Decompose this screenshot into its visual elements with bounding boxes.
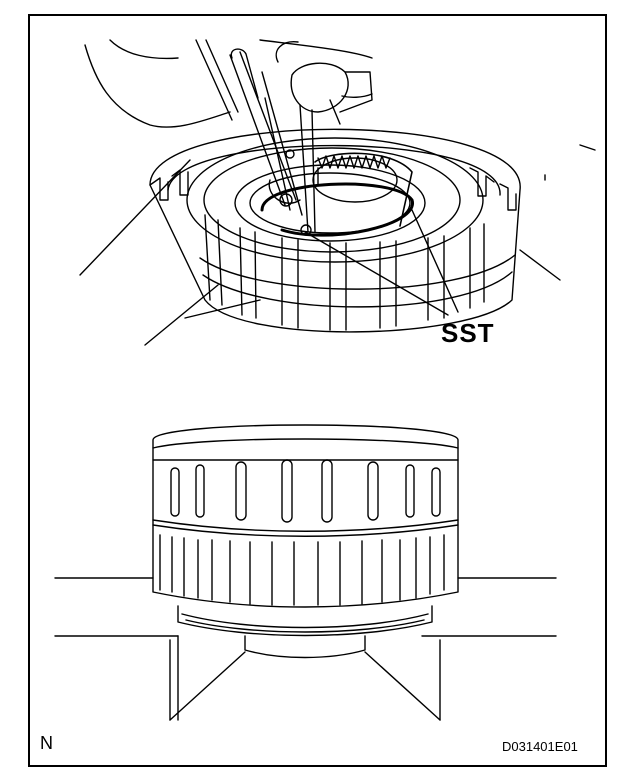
workbench-lines — [79, 144, 596, 346]
clutch-drum-top — [149, 128, 521, 333]
top-assembly-view — [79, 39, 596, 346]
corner-mark: N — [40, 733, 53, 753]
snap-ring — [260, 152, 414, 237]
hand-outline — [84, 39, 373, 128]
drum-hub — [177, 605, 433, 659]
needle-bearing — [317, 155, 391, 187]
figure-frame — [28, 14, 607, 767]
sst-callout-label: SST — [441, 318, 495, 348]
sst-leader-lines — [304, 209, 459, 316]
inner-rings — [186, 137, 484, 263]
bottom-assembly-view — [54, 424, 557, 721]
bench-lines — [54, 577, 557, 721]
sst-pliers — [195, 39, 316, 236]
figure-code: D031401E01 — [502, 739, 578, 754]
drum-cap — [152, 424, 459, 461]
drum-body — [152, 459, 459, 608]
